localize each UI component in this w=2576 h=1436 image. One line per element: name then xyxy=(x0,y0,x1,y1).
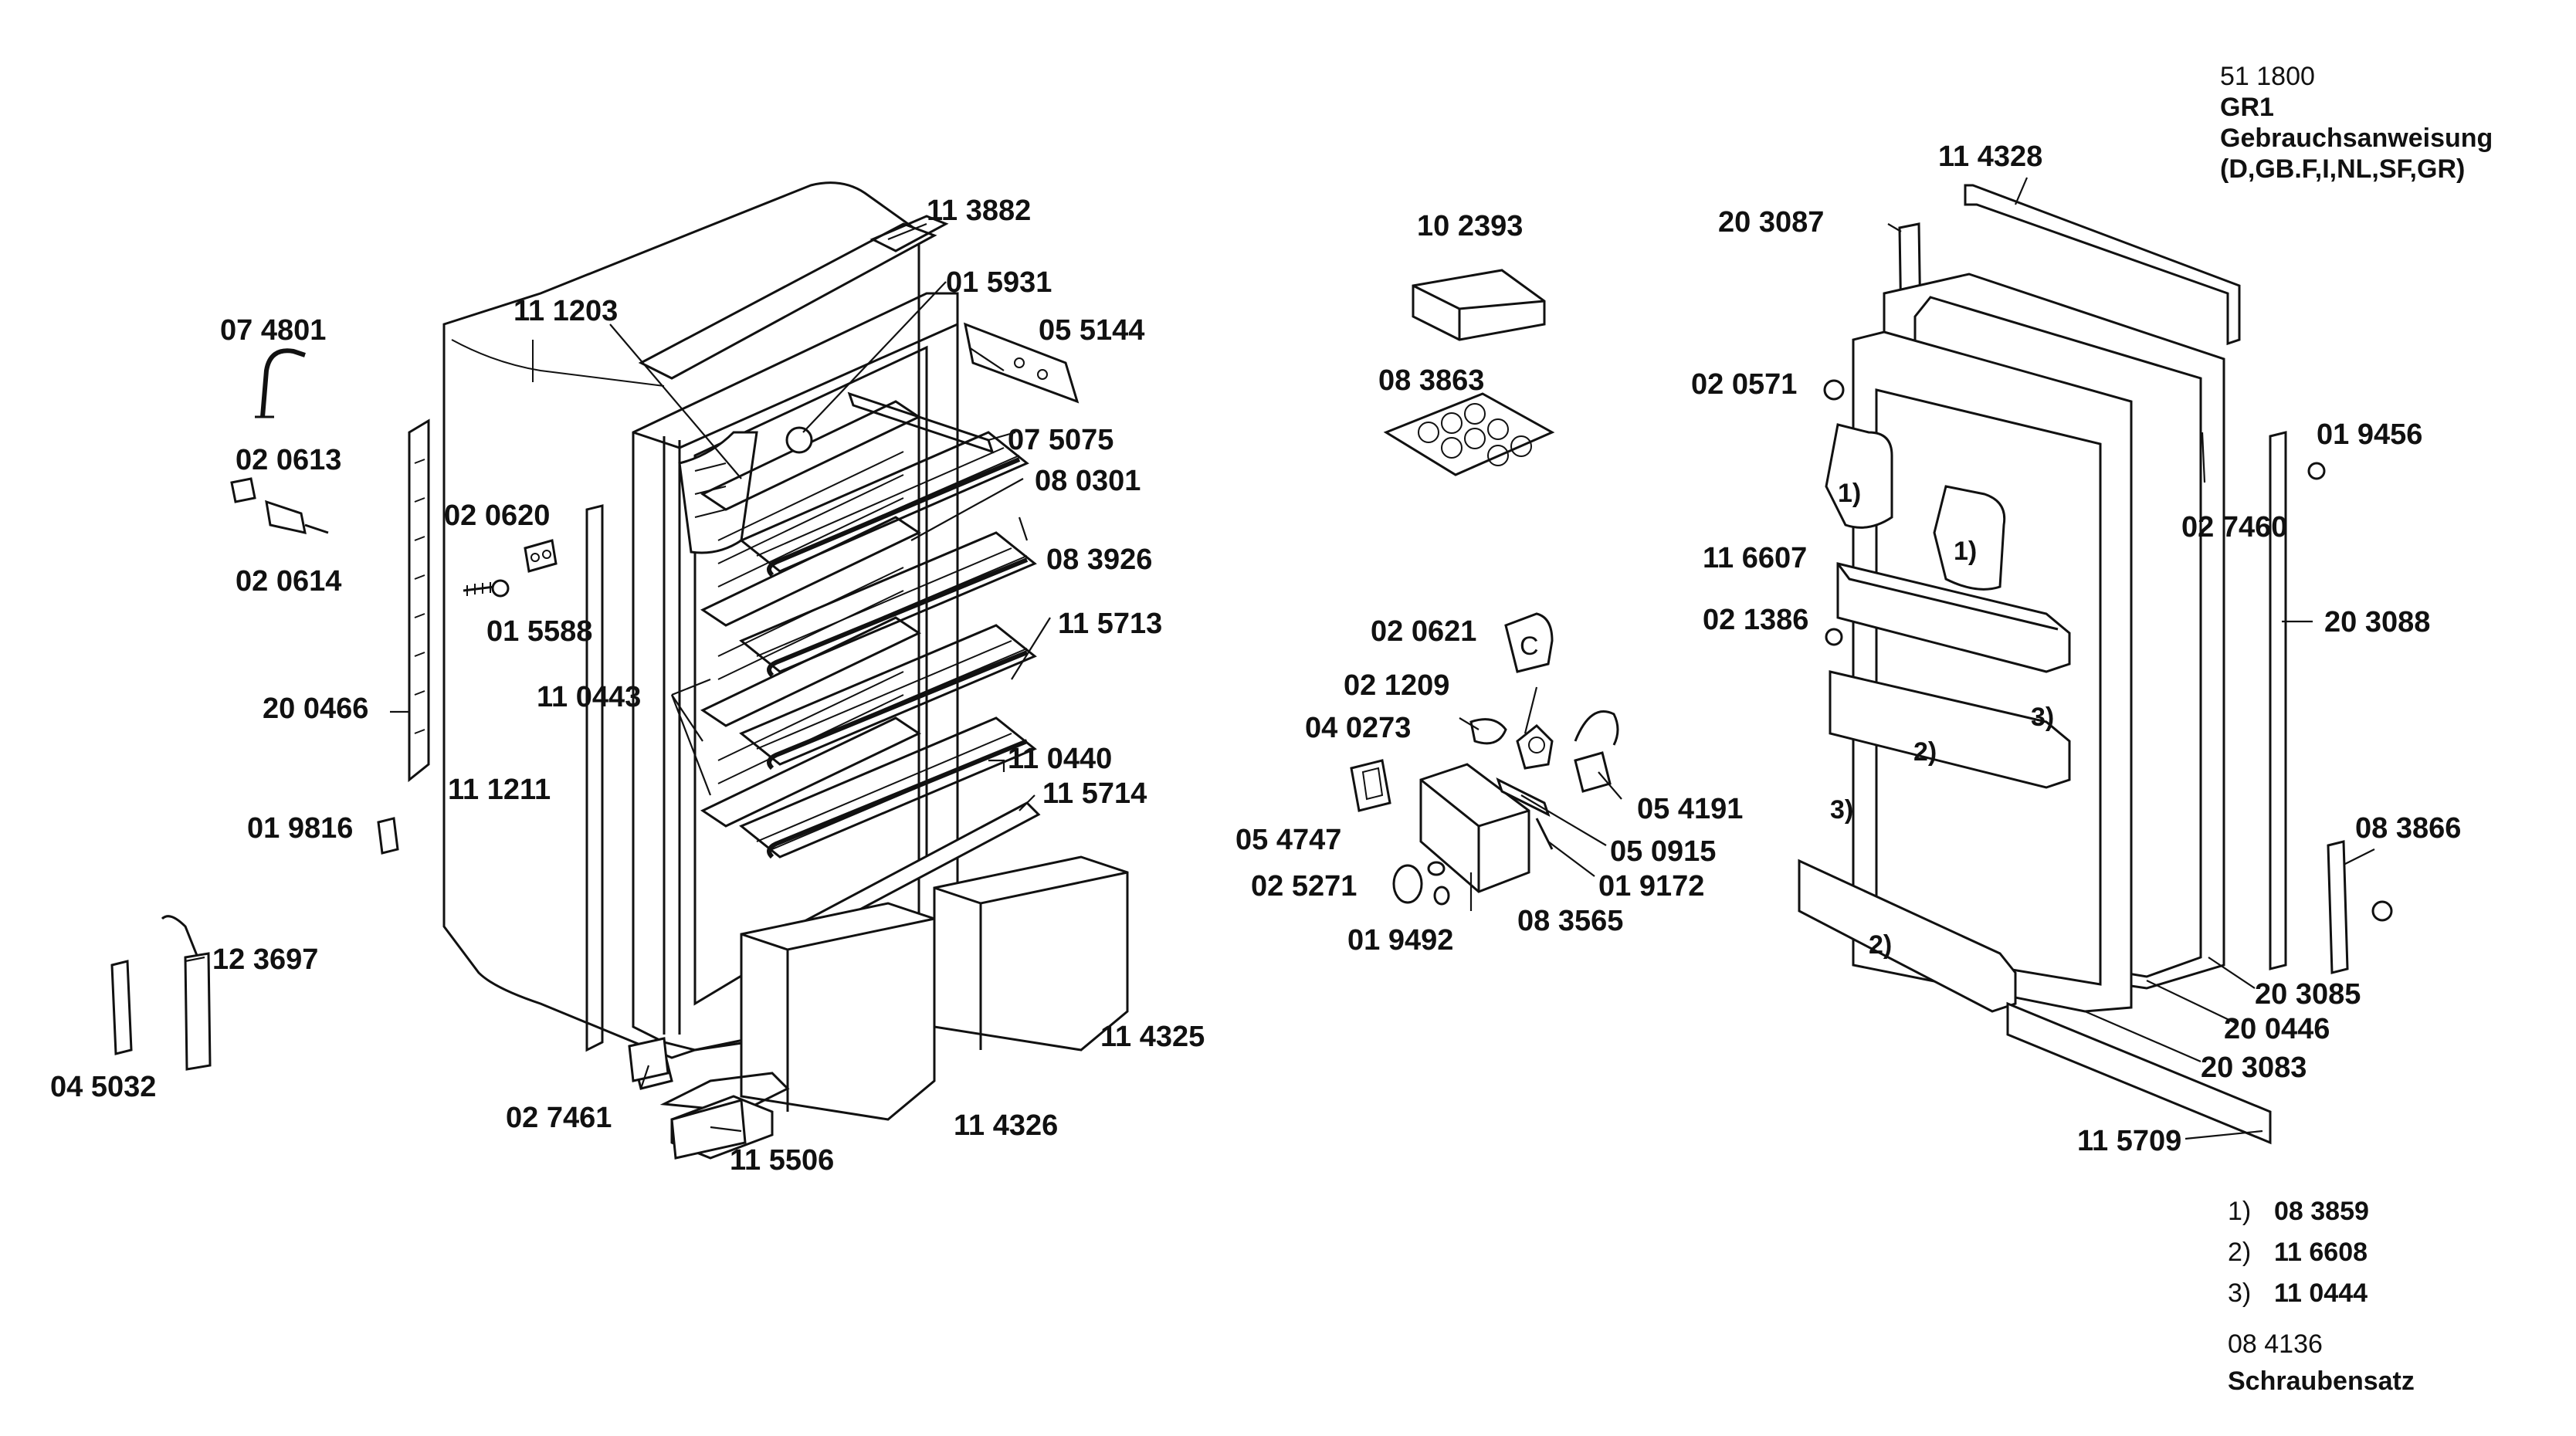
label-20-3083: 20 3083 xyxy=(2201,1052,2307,1084)
screw-set-part: 08 4136 xyxy=(2228,1329,2323,1359)
legend-part-1: 08 3859 xyxy=(2274,1197,2369,1226)
label-01-9456: 01 9456 xyxy=(2317,418,2422,451)
label-20-3085: 20 3085 xyxy=(2255,978,2361,1011)
small-parts-left xyxy=(110,322,1080,1160)
callout-1-left: 1) xyxy=(1838,479,1861,508)
label-05-5144: 05 5144 xyxy=(1039,314,1144,347)
label-08-0301: 08 0301 xyxy=(1035,465,1141,497)
model-code: GR1 xyxy=(2220,93,2274,122)
label-20-0446: 20 0446 xyxy=(2224,1013,2330,1045)
callout-2-mid: 2) xyxy=(1913,737,1937,767)
callout-2-low: 2) xyxy=(1869,930,1892,960)
label-01-9172: 01 9172 xyxy=(1598,870,1704,903)
center-parts: C xyxy=(1350,269,1619,906)
label-02-0613: 02 0613 xyxy=(236,444,341,476)
label-08-3565: 08 3565 xyxy=(1517,905,1623,937)
label-02-7460: 02 7460 xyxy=(2181,511,2287,544)
callout-1-right: 1) xyxy=(1954,537,1977,566)
label-04-0273: 04 0273 xyxy=(1305,712,1411,744)
label-11-6607: 11 6607 xyxy=(1703,542,1807,574)
label-02-1386: 02 1386 xyxy=(1703,604,1808,636)
knob-letter: C xyxy=(1520,632,1539,661)
label-11-0443: 11 0443 xyxy=(537,681,641,713)
label-01-9816: 01 9816 xyxy=(247,812,353,845)
label-11-4328: 11 4328 xyxy=(1938,141,2042,173)
label-20-0466: 20 0466 xyxy=(263,693,368,725)
label-02-0614: 02 0614 xyxy=(236,565,341,598)
label-01-9492: 01 9492 xyxy=(1347,924,1453,957)
glass-shelves xyxy=(739,431,1037,859)
label-07-4801: 07 4801 xyxy=(220,314,326,347)
label-04-5032: 04 5032 xyxy=(50,1071,156,1103)
callout-3-low: 3) xyxy=(1830,795,1853,825)
label-05-0915: 05 0915 xyxy=(1610,835,1716,868)
leader-lines xyxy=(185,177,2375,1140)
label-02-0571: 02 0571 xyxy=(1691,368,1797,401)
label-11-4326: 11 4326 xyxy=(954,1109,1058,1142)
callout-3-mid: 3) xyxy=(2031,703,2054,732)
doc-title: Gebrauchsanweisung xyxy=(2220,124,2493,153)
screw-set-label: Schraubensatz xyxy=(2228,1367,2415,1396)
label-11-1203: 11 1203 xyxy=(514,295,618,327)
label-11-5713: 11 5713 xyxy=(1058,608,1162,640)
label-08-3863: 08 3863 xyxy=(1378,364,1484,397)
part-labels: 11 3882 11 1203 01 5931 05 5144 07 4801 … xyxy=(50,141,2461,1177)
label-05-4747: 05 4747 xyxy=(1235,824,1341,856)
label-11-5709: 11 5709 xyxy=(2077,1125,2181,1157)
legend-part-3: 11 0444 xyxy=(2274,1279,2368,1308)
label-07-5075: 07 5075 xyxy=(1008,424,1113,456)
label-08-3926: 08 3926 xyxy=(1046,544,1152,576)
model-header: 51 1800 GR1 Gebrauchsanweisung (D,GB.F,I… xyxy=(2220,62,2493,184)
doc-languages: (D,GB.F,I,NL,SF,GR) xyxy=(2220,154,2465,184)
label-02-0620: 02 0620 xyxy=(444,500,550,532)
crisper-drawers xyxy=(632,855,1129,1160)
label-11-5506: 11 5506 xyxy=(730,1144,834,1177)
label-08-3866: 08 3866 xyxy=(2355,812,2461,845)
label-20-3088: 20 3088 xyxy=(2324,606,2430,638)
legend-marker-2: 2) xyxy=(2228,1238,2251,1267)
label-11-4325: 11 4325 xyxy=(1100,1021,1205,1053)
legend-part-2: 11 6608 xyxy=(2274,1238,2368,1267)
model-number: 51 1800 xyxy=(2220,62,2315,91)
label-11-3882: 11 3882 xyxy=(927,195,1031,227)
label-11-5714: 11 5714 xyxy=(1042,777,1147,810)
label-01-5588: 01 5588 xyxy=(486,615,592,648)
label-11-1211: 11 1211 xyxy=(448,774,551,806)
legend-marker-1: 1) xyxy=(2228,1197,2251,1226)
parts-legend: 1) 08 3859 2) 11 6608 3) 11 0444 08 4136… xyxy=(2228,1197,2415,1396)
label-02-5271: 02 5271 xyxy=(1251,870,1357,903)
label-20-3087: 20 3087 xyxy=(1718,206,1824,239)
label-05-4191: 05 4191 xyxy=(1637,793,1743,825)
label-01-5931: 01 5931 xyxy=(946,266,1052,299)
label-12-3697: 12 3697 xyxy=(212,943,318,976)
label-02-7461: 02 7461 xyxy=(506,1102,612,1134)
legend-marker-3: 3) xyxy=(2228,1279,2251,1308)
fridge-door: 1) 1) 2) 3) 2) 3) xyxy=(1798,184,2393,1145)
label-02-0621: 02 0621 xyxy=(1371,615,1476,648)
label-02-1209: 02 1209 xyxy=(1344,669,1449,702)
fridge-cabinet xyxy=(110,181,1129,1160)
label-10-2393: 10 2393 xyxy=(1417,210,1523,242)
label-11-0440: 11 0440 xyxy=(1008,743,1112,775)
